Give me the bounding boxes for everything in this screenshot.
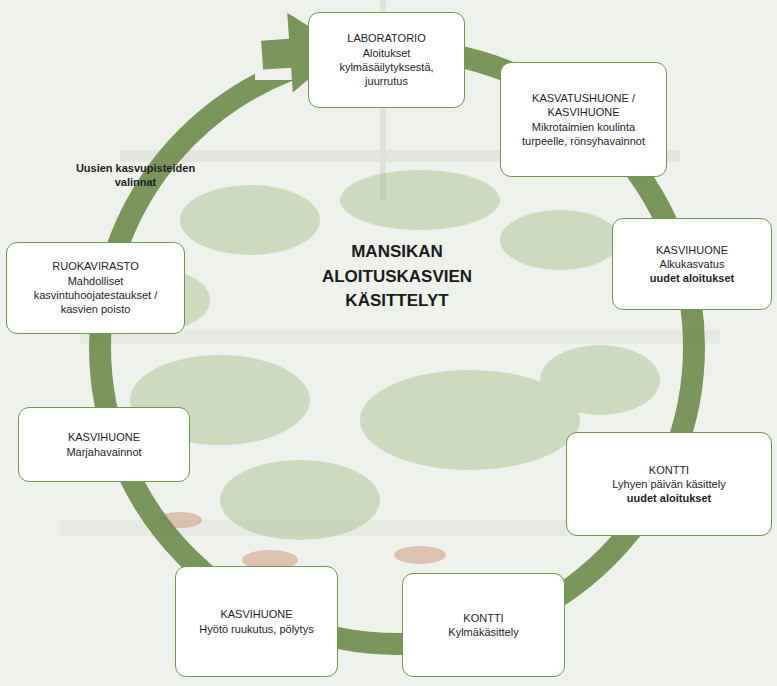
box-text: Aloitukset kylmäsäilytyksestä, juurrutus [317, 46, 456, 89]
box-text: Marjahavainnot [66, 445, 141, 459]
box-heading: KASVATUSHUONE / KASVIHUONE [509, 91, 658, 120]
process-box: KONTTIKylmäkäsittely [402, 573, 565, 677]
process-box: KASVIHUONEAlkukasvatusuudet aloitukset [612, 218, 772, 310]
cycle-ring [100, 50, 694, 644]
box-heading: KASVIHUONE [656, 243, 728, 257]
box-heading: KONTTI [649, 463, 689, 477]
box-heading: KASVIHUONE [220, 607, 292, 621]
box-text: uudet aloitukset [650, 271, 734, 285]
process-box: KASVATUSHUONE / KASVIHUONEMikrotaimien k… [500, 62, 667, 177]
box-text: uudet aloitukset [627, 491, 711, 505]
process-box: LABORATORIOAloitukset kylmäsäilytyksestä… [308, 12, 465, 108]
box-text: Hyötö ruukutus, pölytys [199, 622, 313, 636]
step-note-box: Uusien kasvupisteiden valinnat [68, 145, 203, 205]
box-heading: KONTTI [463, 611, 503, 625]
process-box: KONTTILyhyen päivän käsittelyuudet aloit… [566, 432, 772, 536]
process-box: KASVIHUONEMarjahavainnot [18, 407, 190, 482]
box-text: Lyhyen päivän käsittely [612, 477, 725, 491]
process-box: KASVIHUONEHyötö ruukutus, pölytys [175, 566, 338, 677]
box-text: Kylmäkäsittely [448, 625, 518, 639]
box-heading: RUOKAVIRASTO [52, 259, 138, 273]
box-text: Mikrotaimien koulinta turpeelle, rönsyha… [509, 120, 658, 149]
diagram-title: MANSIKAN ALOITUSKASVIEN KÄSITTELYT [307, 240, 487, 314]
box-text: Alkukasvatus [660, 257, 725, 271]
box-text: Mahdolliset kasvintuhoojatestaukset / ka… [15, 274, 176, 317]
box-heading: LABORATORIO [347, 31, 425, 45]
box-heading: KASVIHUONE [68, 430, 140, 444]
process-box: RUOKAVIRASTOMahdolliset kasvintuhoojates… [6, 242, 185, 334]
box-text: Uusien kasvupisteiden valinnat [74, 161, 197, 190]
